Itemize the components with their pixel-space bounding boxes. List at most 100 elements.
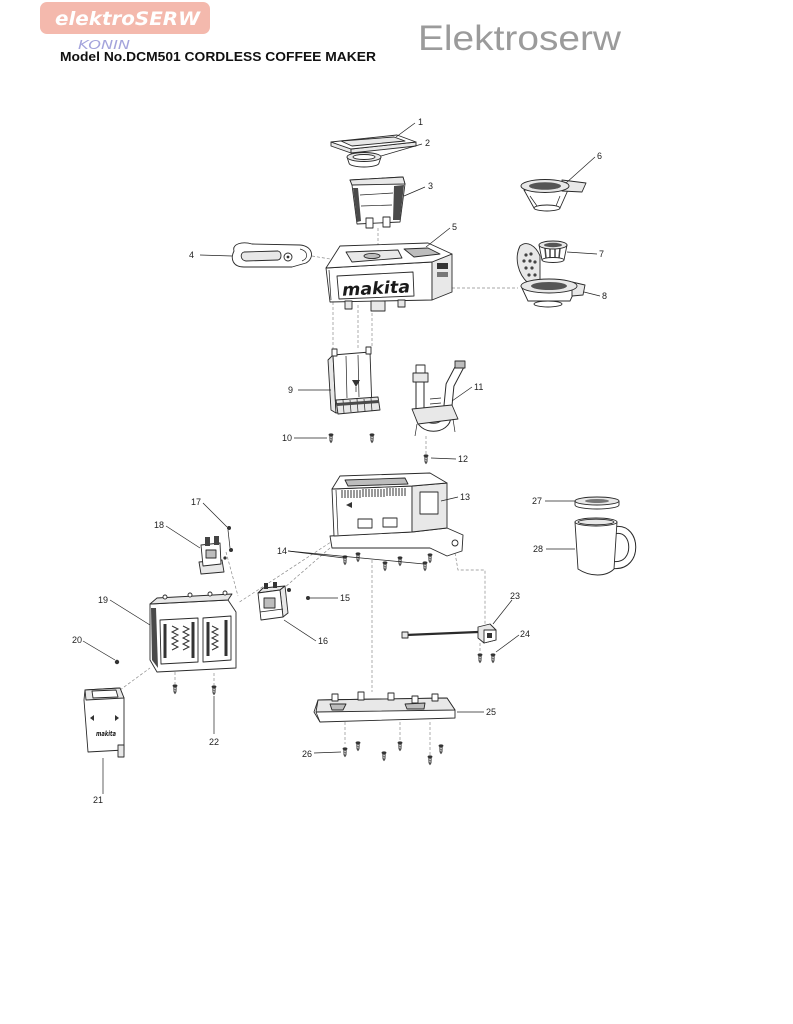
callout-6: 6 — [597, 151, 602, 161]
screw-icon — [342, 746, 348, 757]
leader-line-18 — [165, 525, 201, 549]
part-22-screws — [172, 683, 217, 695]
part-25-base-plate — [313, 691, 456, 723]
leader-line-20 — [82, 640, 116, 661]
screw-icon — [427, 754, 433, 765]
part-26-screws — [342, 740, 444, 765]
part-16-switch-block — [257, 582, 289, 621]
leader-line-1 — [395, 122, 416, 138]
callout-26: 26 — [302, 749, 312, 759]
screw-icon — [397, 740, 403, 751]
leader-line-6 — [565, 156, 596, 184]
part-28-mug — [574, 517, 637, 576]
callout-24: 24 — [520, 629, 530, 639]
page-title: Model No.DCM501 CORDLESS COFFEE MAKER — [60, 49, 377, 64]
part-12-screw — [423, 453, 429, 464]
part-23-power-cable — [401, 623, 497, 644]
part-13-main-body — [329, 472, 464, 557]
part-1-top-lid — [330, 134, 417, 154]
callout-14: 14 — [277, 546, 287, 556]
leader-line-5 — [425, 227, 451, 248]
screw-icon — [490, 652, 496, 663]
leader-line-19 — [109, 599, 151, 626]
leader-lines — [82, 122, 601, 794]
callout-16: 16 — [318, 636, 328, 646]
screw-icon — [477, 652, 483, 663]
leader-line-17a — [202, 502, 228, 528]
part-2-filter-disc — [346, 152, 382, 168]
callout-25: 25 — [486, 707, 496, 717]
part-3-water-tank — [349, 176, 406, 229]
screw-icon — [422, 560, 428, 571]
callout-18: 18 — [154, 520, 164, 530]
watermark-text: Elektroserw — [418, 19, 622, 58]
callout-17: 17 — [191, 497, 201, 507]
leader-line-8 — [583, 291, 601, 297]
part-10-screws — [328, 432, 375, 443]
callout-3: 3 — [428, 181, 433, 191]
callout-22: 22 — [209, 737, 219, 747]
leader-line-16 — [283, 619, 317, 642]
leader-line-13 — [440, 496, 459, 502]
callout-4: 4 — [189, 250, 194, 260]
screw-icon — [381, 750, 387, 761]
callout-9: 9 — [288, 385, 293, 395]
part-24-screws — [477, 652, 496, 663]
part-20-screw — [114, 659, 120, 665]
callout-labels: 1 2 3 4 5 6 7 8 9 10 11 12 13 14 15 16 1… — [72, 117, 607, 805]
callout-28: 28 — [533, 544, 543, 554]
screw-icon — [328, 432, 334, 443]
callout-13: 13 — [460, 492, 470, 502]
logo-location: KONIN — [78, 38, 130, 52]
leader-line-7 — [566, 251, 598, 255]
leader-line-3 — [403, 186, 426, 197]
elektroserw-logo: elektroSERW KONIN — [40, 2, 210, 52]
leader-line-11 — [451, 386, 473, 402]
screw-icon — [355, 740, 361, 751]
callout-8: 8 — [602, 291, 607, 301]
logo-background — [40, 2, 210, 34]
callout-11: 11 — [474, 382, 483, 392]
screw-icon — [423, 453, 429, 464]
part-8-basket-holder — [516, 243, 586, 308]
part-7-filter-cup — [538, 240, 568, 263]
leader-line-23 — [492, 599, 513, 625]
leader-line-12 — [430, 457, 457, 460]
screw-icon — [369, 432, 375, 443]
part-14-screws — [342, 551, 433, 571]
part-6-brew-basket — [520, 179, 587, 212]
callout-5: 5 — [452, 222, 457, 232]
part-4-carry-handle — [231, 242, 312, 268]
callout-15: 15 — [340, 593, 350, 603]
part-18-switch — [198, 536, 225, 575]
callout-10: 10 — [282, 433, 292, 443]
callout-20: 20 — [72, 635, 82, 645]
callout-1: 1 — [418, 117, 423, 127]
housing-makita-logo: makita — [342, 277, 411, 301]
leader-line-2 — [380, 143, 423, 157]
screw-icon — [211, 684, 217, 695]
part-15-screws — [287, 588, 310, 600]
logo-text: elektroSERW — [55, 8, 201, 30]
screw-icon — [172, 683, 178, 694]
callout-7: 7 — [599, 249, 604, 259]
callout-2: 2 — [425, 138, 430, 148]
part-5-upper-housing: makita — [325, 242, 453, 312]
leader-line-4 — [199, 254, 233, 257]
leader-line-14b — [287, 550, 425, 565]
callout-19: 19 — [98, 595, 108, 605]
leader-line-24 — [495, 634, 520, 653]
leader-line-26 — [313, 751, 342, 754]
part-17-screws — [223, 526, 233, 560]
part-19-battery-holder — [149, 590, 237, 673]
screw-icon — [438, 743, 444, 754]
part-11-heating-tube-assembly — [411, 360, 466, 437]
screw-icon — [427, 552, 433, 563]
screw-icon — [382, 560, 388, 571]
screw-icon — [397, 555, 403, 566]
callout-12: 12 — [458, 454, 468, 464]
callout-21: 21 — [93, 795, 103, 805]
callout-23: 23 — [510, 591, 520, 601]
part-21-battery-cover: makita — [83, 687, 125, 758]
